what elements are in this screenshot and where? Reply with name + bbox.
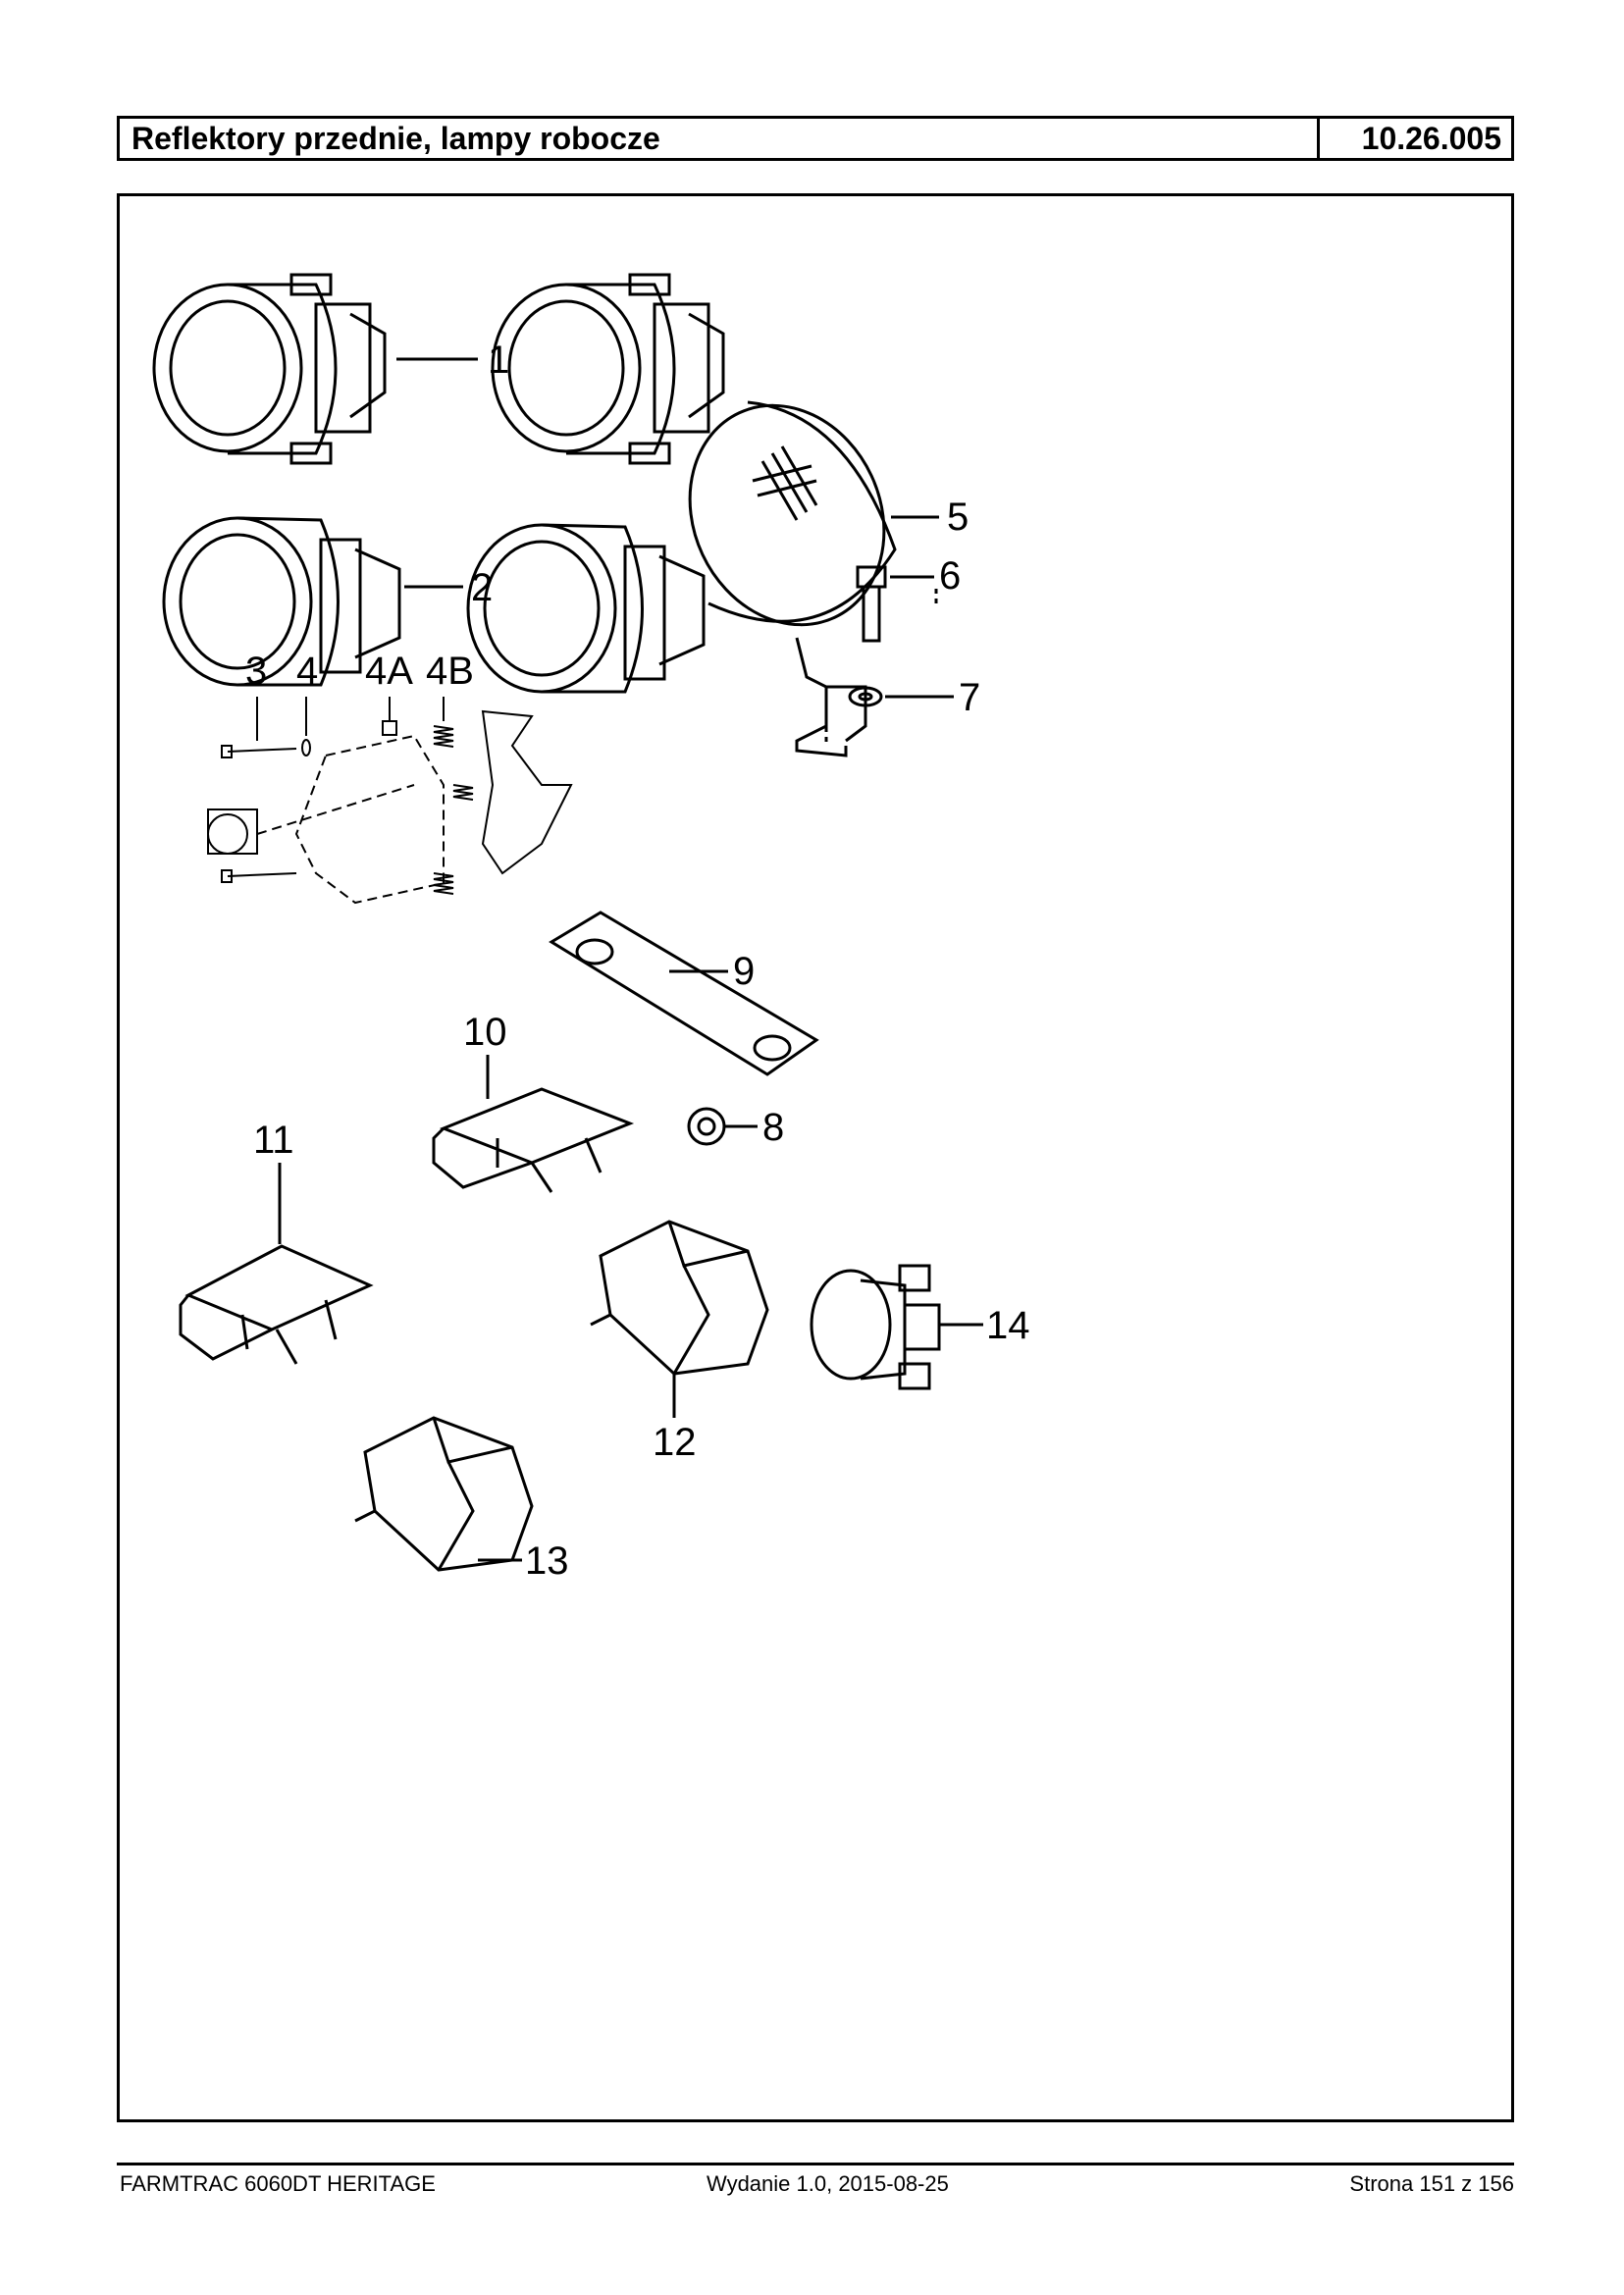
callout-10: 10 — [463, 1011, 507, 1054]
callout-4: 4 — [296, 650, 318, 693]
callout-1: 1 — [488, 339, 509, 382]
callout-6: 6 — [939, 554, 961, 598]
page-header: Reflektory przednie, lampy robocze 10.26… — [117, 116, 1514, 161]
headlamp-part-1-right — [491, 273, 725, 465]
round-lamp-part-14 — [810, 1264, 941, 1390]
nut-part-8 — [687, 1107, 726, 1146]
page-title: Reflektory przednie, lampy robocze — [120, 119, 1320, 158]
adjustment-assembly — [207, 697, 573, 905]
rect-lamp-part-13 — [354, 1416, 534, 1572]
callout-7: 7 — [959, 676, 980, 719]
section-code: 10.26.005 — [1361, 121, 1501, 156]
footer-page-number: Strona 151 z 156 — [1349, 2171, 1514, 2196]
headlamp-part-2-left — [162, 516, 401, 687]
rect-lamp-part-10 — [432, 1087, 635, 1193]
footer-model: FARMTRAC 6060DT HERITAGE — [120, 2171, 436, 2196]
bolt-part-6 — [856, 565, 887, 643]
callout-4a: 4A — [365, 650, 413, 693]
callout-9: 9 — [733, 950, 755, 993]
callout-2: 2 — [471, 566, 493, 609]
callout-8: 8 — [762, 1106, 784, 1149]
callout-14: 14 — [986, 1304, 1030, 1347]
parts-diagram: 1 2 3 4 4A 4B 5 6 7 8 9 10 11 12 13 14 — [117, 193, 1514, 2122]
bracket-part-9 — [549, 911, 819, 1076]
headlamp-part-2-right — [466, 523, 706, 694]
callout-12: 12 — [653, 1421, 697, 1464]
washer-part-7 — [848, 686, 883, 707]
headlamp-part-1-left — [152, 273, 387, 465]
rect-lamp-part-11 — [179, 1244, 374, 1365]
callout-11: 11 — [253, 1119, 294, 1162]
footer-divider — [117, 2163, 1514, 2165]
callout-3: 3 — [245, 650, 267, 693]
rect-lamp-part-12 — [590, 1220, 769, 1376]
callout-5: 5 — [947, 496, 969, 539]
footer-edition: Wydanie 1.0, 2015-08-25 — [707, 2171, 949, 2196]
callout-13: 13 — [525, 1539, 569, 1583]
work-lamp-part-5 — [688, 400, 897, 757]
callout-4b: 4B — [426, 650, 474, 693]
